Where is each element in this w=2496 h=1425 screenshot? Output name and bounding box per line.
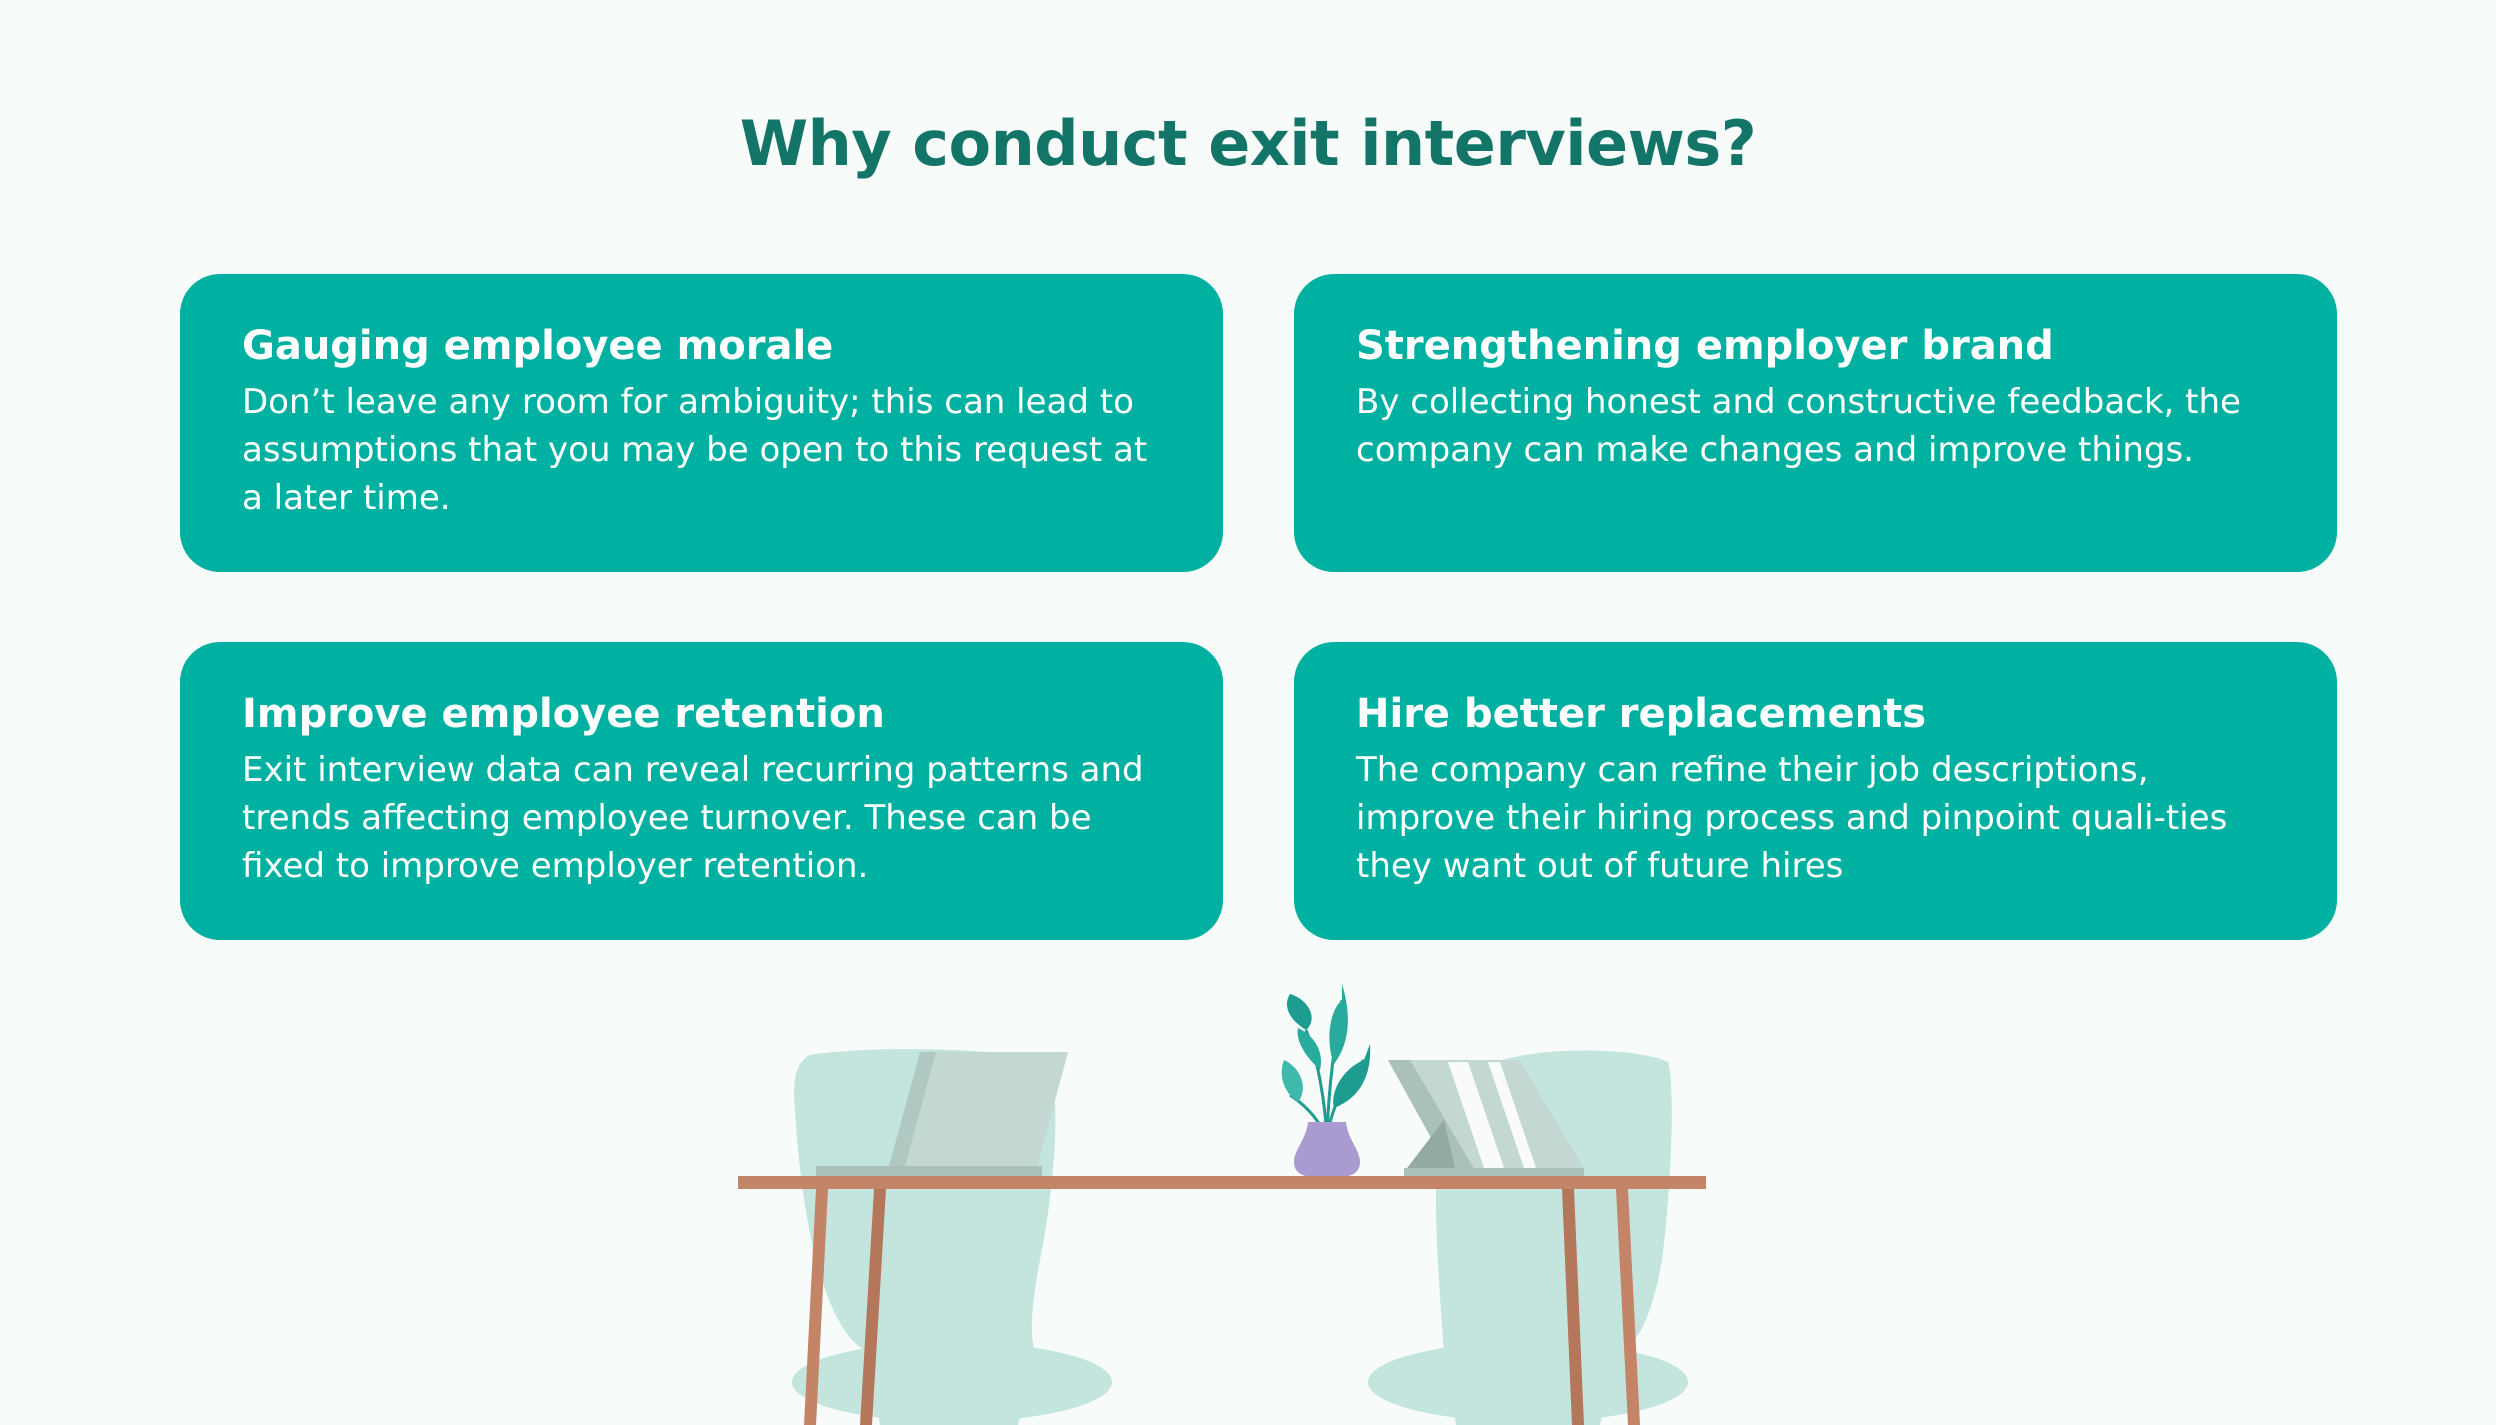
card-body: By collecting honest and constructive fe… [1356,382,2241,470]
plant-icon [1281,984,1371,1178]
card-title: Improve employee retention [242,691,885,737]
card-body: The company can refine their job descrip… [1356,750,2228,886]
card-strengthening-employer-brand: Strengthening employer brand By collecti… [1294,274,2337,572]
page-title: Why conduct exit interviews? [739,107,1757,180]
card-body: Don’t leave any room for ambiguity; this… [242,382,1148,518]
card-gauging-employee-morale: Gauging employee morale Don’t leave any … [180,274,1223,572]
card-hire-better-replacements: Hire better replacements The company can… [1294,642,2337,940]
office-desk-illustration [738,984,1706,1425]
card-title: Hire better replacements [1356,691,1926,737]
card-body: Exit interview data can reveal recurring… [242,750,1144,886]
card-title: Strengthening employer brand [1356,323,2054,369]
card-title: Gauging employee morale [242,323,834,369]
desk [738,1176,1706,1425]
laptop-icon [816,1052,1068,1176]
card-improve-employee-retention: Improve employee retention Exit intervie… [180,642,1223,940]
laptop-icon [1388,1060,1586,1178]
